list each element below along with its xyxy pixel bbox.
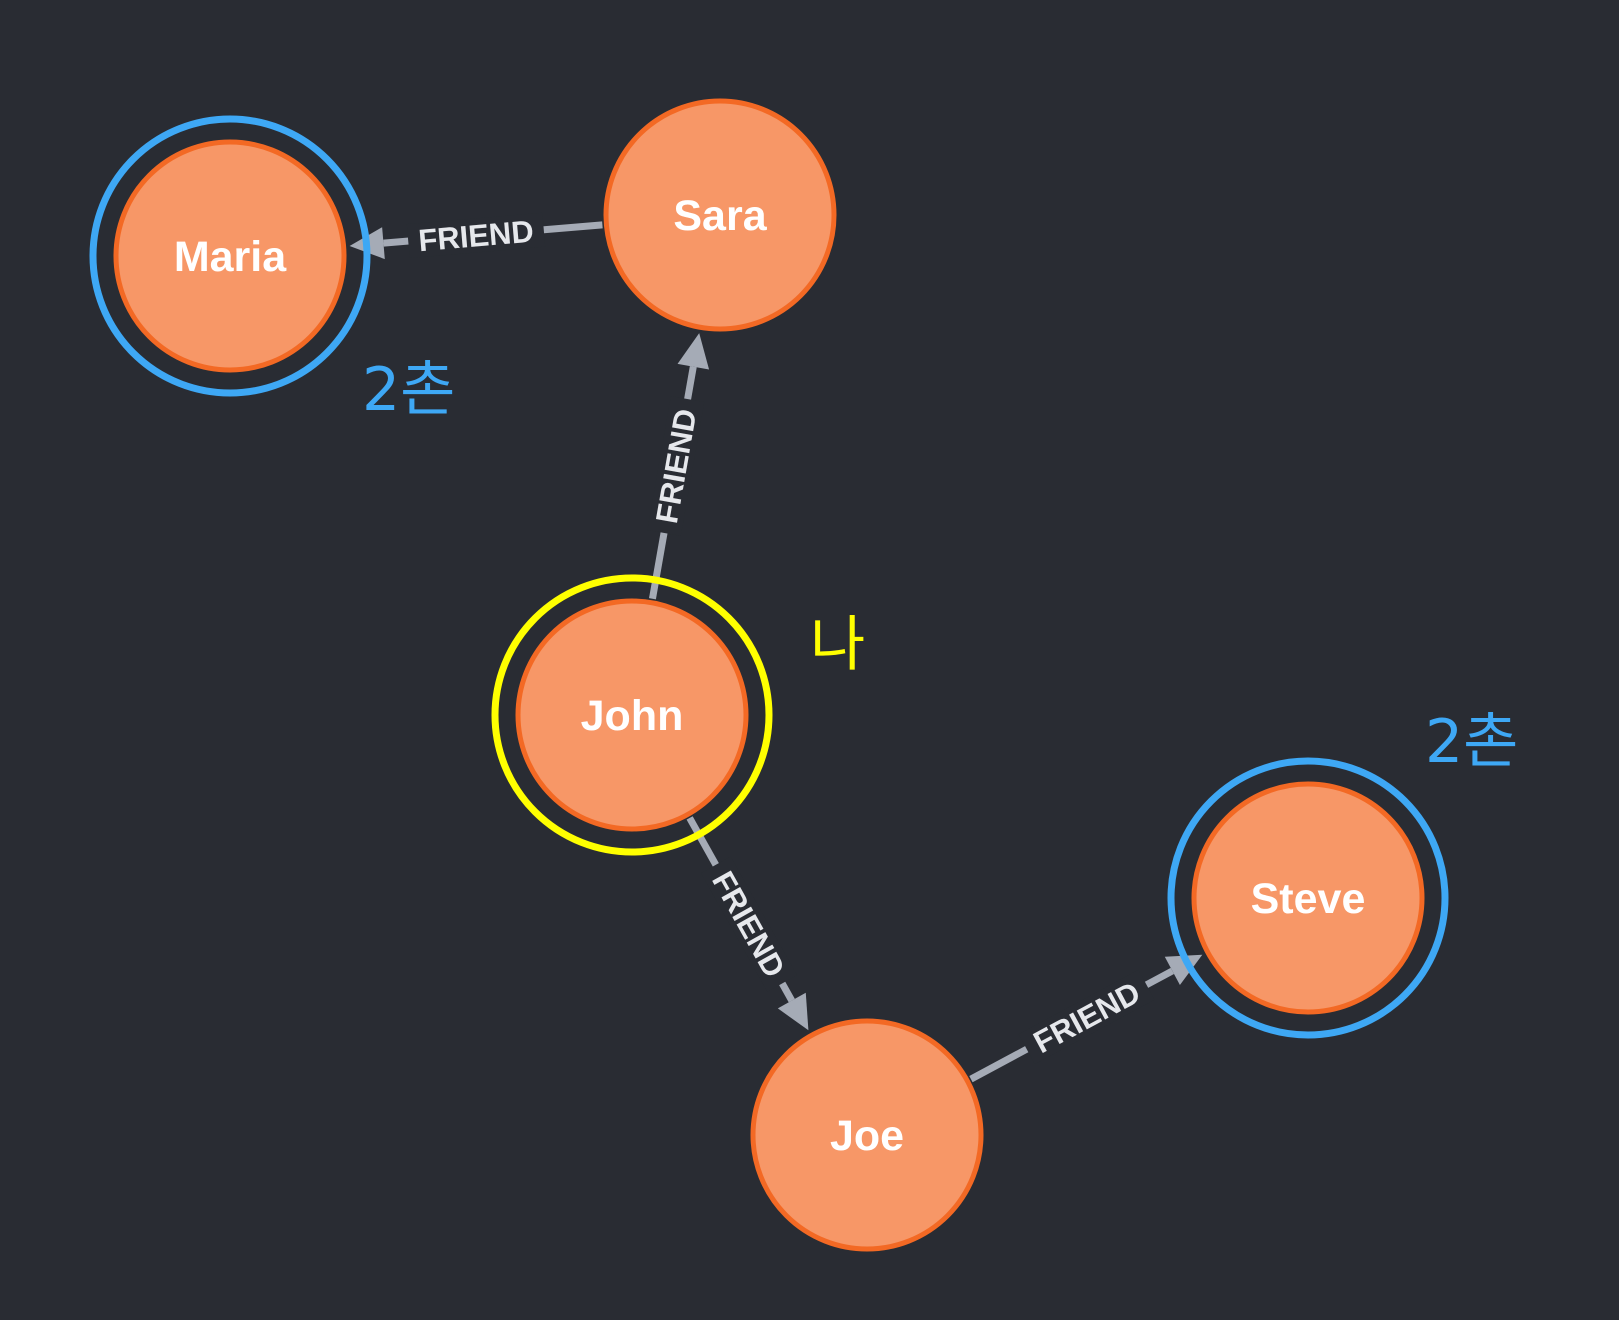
- node-circle: [1191, 781, 1425, 1015]
- relationship-label-background: [647, 396, 705, 536]
- relationship-label-background: [1018, 969, 1155, 1065]
- node-john[interactable]: John: [515, 598, 749, 832]
- node-circle: [603, 98, 837, 332]
- relationship-john-joe[interactable]: FRIEND: [686, 816, 809, 1031]
- second-degree-annotation: 2촌: [362, 355, 455, 425]
- node-circle: [750, 1018, 984, 1252]
- relationship-label: FRIEND: [649, 406, 703, 526]
- relationship-sara-maria[interactable]: FRIEND: [349, 212, 603, 260]
- node-circle: [515, 598, 749, 832]
- relationship-layer: FRIEND FRIEND FRIEND FRIEND: [349, 212, 1203, 1083]
- node-label: John: [581, 692, 684, 740]
- relationship-joe-steve[interactable]: FRIEND: [969, 954, 1203, 1083]
- annotation-layer: 나 2촌 2촌: [362, 355, 1518, 777]
- node-joe[interactable]: Joe: [750, 1018, 984, 1252]
- relationship-label: FRIEND: [417, 214, 535, 258]
- relationship-label-background: [406, 212, 546, 259]
- arrowhead-icon: [777, 992, 809, 1031]
- node-steve[interactable]: Steve: [1191, 781, 1425, 1015]
- arrowhead-icon: [677, 333, 710, 370]
- node-label: Joe: [830, 1112, 904, 1160]
- highlight-ring-me: [491, 574, 773, 856]
- node-label: Sara: [673, 192, 767, 240]
- second-degree-annotation: 2촌: [1425, 707, 1518, 777]
- relationship-label: FRIEND: [705, 865, 792, 983]
- arrowhead-icon: [1164, 954, 1203, 985]
- relationship-label-background: [700, 856, 798, 992]
- relationship-label: FRIEND: [1028, 975, 1146, 1060]
- relationship-john-sara[interactable]: FRIEND: [647, 333, 710, 600]
- me-annotation: 나: [810, 610, 865, 680]
- highlight-ring-second-degree: [89, 115, 371, 397]
- node-circle: [113, 139, 347, 373]
- highlight-ring-second-degree: [1167, 757, 1449, 1039]
- node-label: Maria: [174, 233, 287, 281]
- node-label: Steve: [1251, 875, 1366, 923]
- node-maria[interactable]: Maria: [113, 139, 347, 373]
- highlight-ring-layer: [89, 115, 1449, 1039]
- node-sara[interactable]: Sara: [603, 98, 837, 332]
